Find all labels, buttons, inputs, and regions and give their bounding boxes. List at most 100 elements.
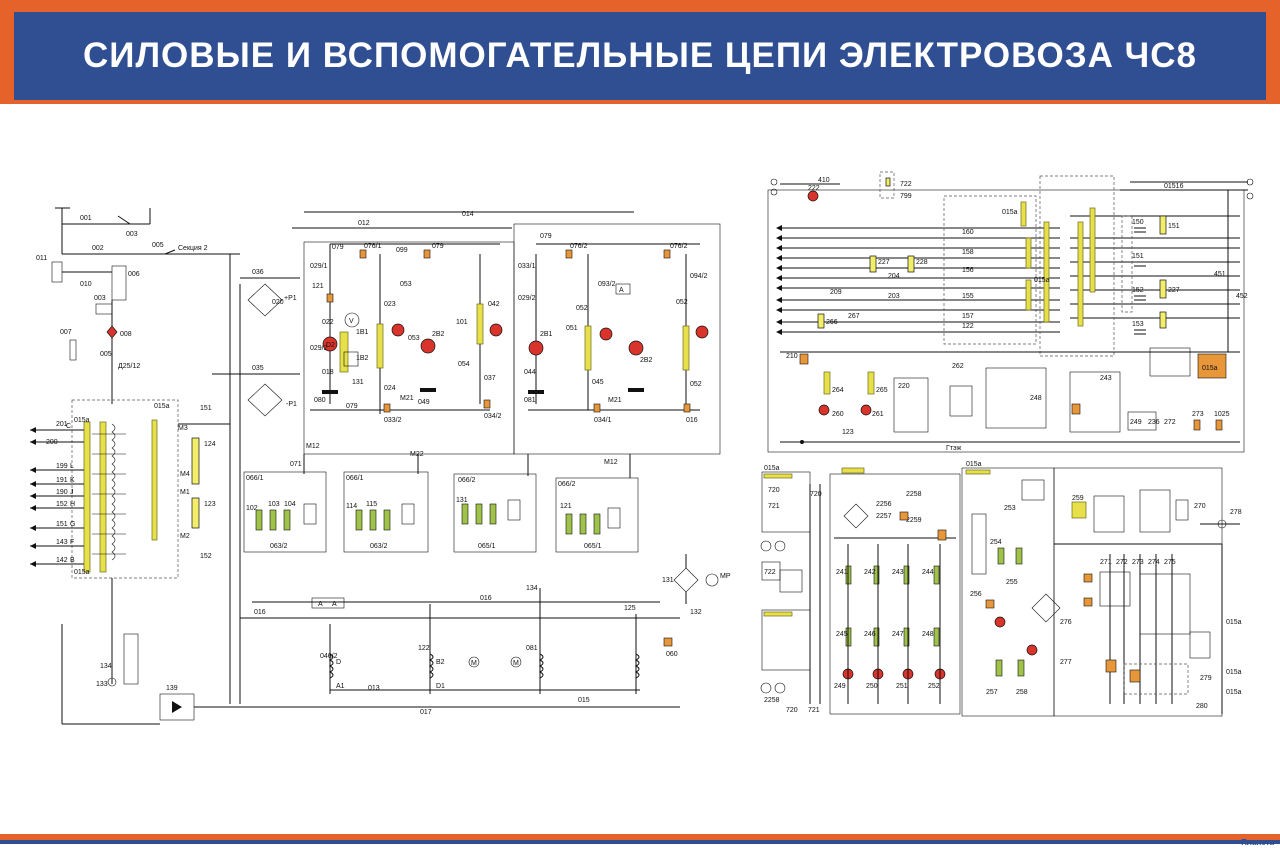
wire-label: 158	[962, 249, 974, 256]
wire-label: 245	[836, 631, 848, 638]
fuse-004	[106, 325, 118, 339]
traction-motor-2b2	[420, 338, 436, 354]
wire-label: 139	[166, 685, 178, 692]
wire-label: 243	[1100, 375, 1112, 382]
wire-label: 134	[526, 585, 538, 592]
motor-label: 2B2	[640, 357, 653, 364]
node-label: 015а	[764, 465, 780, 472]
wire-label: 275	[1164, 559, 1176, 566]
wire-label: 279	[1200, 675, 1212, 682]
wire-label: 079	[540, 233, 552, 240]
transformer-coils	[83, 419, 158, 573]
wire-label: 273	[1192, 411, 1204, 418]
wire-label: 249	[834, 683, 846, 690]
wire-label: 003	[94, 295, 106, 302]
wire-label: Гтэж	[946, 445, 962, 452]
wire-label: 131	[456, 497, 468, 504]
wire-label: 241	[836, 569, 848, 576]
wire-label: 2256	[876, 501, 892, 508]
node-label: M2	[180, 533, 190, 540]
wire-label: 079	[432, 243, 444, 250]
wire-label: 035	[252, 365, 264, 372]
wire-label: 029/2	[310, 345, 328, 352]
ground-terminal	[107, 677, 117, 687]
node-label: M21	[400, 395, 414, 402]
motor-group-2: 079 076/2 076/2 033/1 029/2 2B1 044 052 …	[513, 223, 721, 455]
wire-label: 115	[366, 501, 377, 508]
rectifier-bridge-1	[247, 283, 283, 317]
wire-label: 799	[900, 193, 912, 200]
wire-label: 066/1	[246, 475, 264, 482]
wire-label: 016	[254, 609, 266, 616]
node-label: D1	[436, 683, 445, 690]
node-label: Д25/12	[118, 363, 140, 370]
wire-label: 034/1	[594, 417, 612, 424]
wire-label: 276	[1060, 619, 1072, 626]
pantograph-symbol	[55, 207, 151, 254]
terminal-letter: F	[70, 539, 74, 546]
node-label: 015а	[1034, 277, 1050, 284]
wire-label: 122	[418, 645, 430, 652]
aux-circuit: 222 410 722 799 01516	[767, 171, 1254, 453]
wire-label: 452	[1236, 293, 1248, 300]
wire-label: 210	[786, 353, 798, 360]
terminal-letter: B	[70, 557, 75, 564]
transformer-block	[71, 399, 179, 579]
wire-label: 274	[1148, 559, 1160, 566]
wire-label: 093/2	[598, 281, 616, 288]
contactor-bank	[1083, 554, 1211, 704]
wire-label: 071	[290, 461, 302, 468]
wire-label: 722	[764, 569, 776, 576]
motor-mp	[705, 573, 719, 587]
wire-label: 099	[396, 247, 408, 254]
control-panel-c2	[761, 609, 811, 671]
resistor-122-aux	[1159, 215, 1167, 235]
wire-label: 005	[152, 242, 164, 249]
wire-label: 007	[60, 329, 72, 336]
wire-label: 248	[1030, 395, 1042, 402]
wire-label: 266	[826, 319, 838, 326]
wire-label: 243	[892, 569, 904, 576]
wire-label: 151	[56, 521, 68, 528]
aux-rail-arrows	[776, 225, 782, 335]
wire-label: 258	[1016, 689, 1028, 696]
wire-label: 246	[864, 631, 876, 638]
wire-label: 122	[962, 323, 974, 330]
wire-label: 1025	[1214, 411, 1230, 418]
relay-222	[807, 190, 819, 202]
current-collector	[51, 261, 63, 283]
wire-label: 236	[1148, 419, 1160, 426]
control-rectifier	[843, 503, 869, 529]
relay-261	[860, 404, 872, 416]
wire-label: 076/2	[570, 243, 588, 250]
wire-label: 201	[56, 421, 68, 428]
wire-label: 016	[480, 595, 492, 602]
wire-label: 024	[384, 385, 396, 392]
wire-label: 152	[56, 501, 68, 508]
aux-cabinet-1	[943, 195, 1037, 345]
resistor-266	[817, 313, 825, 329]
terminal-letter: C	[66, 423, 71, 430]
wire-label: 253	[1004, 505, 1016, 512]
protection-unit-01516	[1197, 353, 1227, 379]
wire-label: 157	[962, 313, 974, 320]
wire-label: 267	[848, 313, 860, 320]
aux-rails	[780, 215, 1240, 333]
wire-label: 012	[358, 220, 370, 227]
wire-label: 121	[560, 503, 572, 510]
node-label: 015а	[74, 569, 90, 576]
wire-label: 720	[810, 491, 822, 498]
grounding-resistor	[69, 339, 77, 361]
node-label: 015а	[1226, 669, 1242, 676]
node-label: 015а	[966, 461, 982, 468]
wire-label: 227	[878, 259, 890, 266]
wire-label: 721	[768, 503, 780, 510]
wire-label: 277	[1060, 659, 1072, 666]
resistor-122	[191, 497, 200, 529]
wire-label: 076/2	[670, 243, 688, 250]
control-circuit: 015а 720 721 722 2258 720 721 720 2256 2…	[760, 461, 1242, 717]
node-label: 015а	[1226, 619, 1242, 626]
node-label: M4	[180, 471, 190, 478]
wire-label: 273	[1132, 559, 1144, 566]
wire-label: 251	[896, 683, 908, 690]
